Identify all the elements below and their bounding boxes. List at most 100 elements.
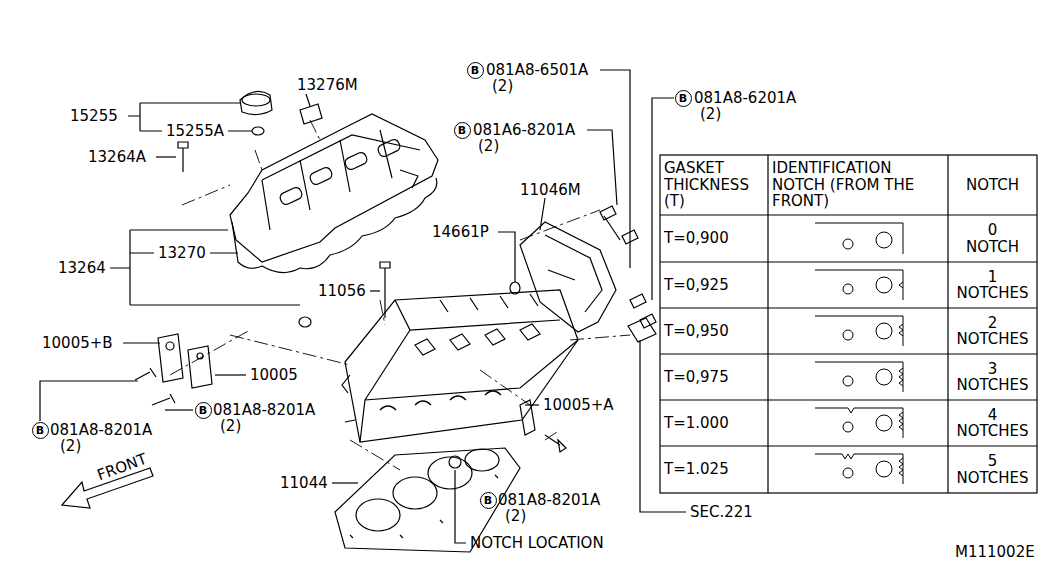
drawing-stroke: [876, 277, 892, 293]
callout-number: 11044: [280, 475, 328, 492]
callout-number: 081A8-8201A: [50, 422, 152, 439]
drawing-stroke: [510, 282, 520, 294]
drawing-stroke: [449, 456, 461, 468]
drawing-stroke: [480, 370, 530, 405]
table-cell: IDENTIFICATION NOTCH (FROM THE FRONT): [768, 155, 948, 215]
rocker-cover-gasket: [232, 178, 437, 327]
part-label: 11044: [280, 475, 328, 492]
drawing-stroke: [135, 368, 156, 380]
callout-number: 15255A: [166, 123, 224, 140]
drawing-stroke: [815, 408, 903, 438]
table-cell: 5 NOTCHES: [948, 446, 1037, 493]
drawing-stroke: [843, 284, 853, 294]
drawing-stroke: [843, 330, 853, 340]
table-text: T=0,950: [664, 323, 729, 340]
drawing-stroke: [520, 222, 616, 332]
part-label: 11046M: [520, 182, 581, 199]
drawing-stroke: [156, 156, 176, 157]
drawing-stroke: [310, 120, 320, 140]
drawing-stroke: [498, 232, 515, 282]
drawing-stroke: [520, 210, 600, 240]
drawing-stroke: [152, 394, 175, 405]
part-label: 10005+A: [543, 397, 614, 414]
bolt-symbol: B: [467, 62, 484, 79]
drawing-stroke: [815, 270, 903, 300]
callout-number: (2): [505, 508, 526, 525]
callout-number: 081A6-8201A: [473, 122, 575, 139]
drawing-stroke: [370, 290, 380, 291]
drawing-stroke: [628, 318, 656, 342]
callout-number: SEC.221: [690, 504, 753, 521]
callout-number: 081A8-6501A: [486, 62, 588, 79]
rear-housing: [510, 222, 656, 342]
drawing-stroke: [165, 409, 193, 410]
drawing-stroke: [545, 430, 560, 440]
table-cell: 4 NOTCHES: [948, 400, 1037, 446]
table-text: 4 NOTCHES: [956, 407, 1028, 440]
table-text: NOTCH: [966, 177, 1019, 194]
part-label: 081A8-6201A: [694, 90, 796, 107]
part-label: (2): [478, 138, 499, 155]
part-label: 13276M: [297, 77, 358, 94]
table-text: T=0,925: [664, 277, 729, 294]
drawing-stroke: [166, 342, 174, 350]
drawing-stroke: [455, 470, 466, 543]
part-label: (2): [492, 78, 513, 95]
drawing-stroke: [356, 499, 400, 531]
leader-lines: [40, 70, 686, 543]
drawing-stroke: [545, 435, 566, 452]
callout-number: (2): [492, 78, 513, 95]
part-label: 15255A: [166, 123, 224, 140]
drawing-stroke: [230, 335, 350, 365]
table-text: GASKET THICKNESS (T): [664, 160, 749, 210]
drawing-stroke: [876, 369, 892, 385]
bolt-symbol: B: [32, 422, 49, 439]
drawing-stroke: [380, 262, 390, 318]
drawing-stroke: [242, 94, 270, 106]
brackets: [158, 334, 535, 435]
drawing-stroke: [182, 185, 230, 205]
symbol-letter: B: [679, 93, 687, 104]
part-label: 11056: [318, 283, 366, 300]
drawing-stroke: [393, 477, 437, 509]
callout-number: 081A8-8201A: [498, 492, 600, 509]
part-label: 081A8-8201A: [498, 492, 600, 509]
drawing-stroke: [815, 362, 903, 392]
part-label: 10005+B: [42, 335, 113, 352]
table-cell: NOTCH: [948, 155, 1037, 215]
callout-number: NOTCH LOCATION: [470, 535, 604, 552]
drawing-stroke: [232, 178, 437, 273]
symbol-letter: B: [199, 405, 207, 416]
table-text: T=1.025: [664, 461, 729, 478]
drawing-stroke: [278, 186, 303, 206]
table-text: T=1.000: [664, 415, 729, 432]
drawing-stroke: [252, 127, 264, 135]
table-cell: T=1.025: [660, 446, 768, 493]
drawing-stroke: [843, 376, 853, 386]
symbol-letter: B: [484, 495, 492, 506]
drawing-stroke: [178, 142, 188, 172]
drawing-stroke: [40, 381, 138, 421]
drawing-stroke: [630, 294, 646, 308]
notch-symbols: [815, 223, 903, 484]
drawing-stroke: [300, 104, 322, 124]
drawing-stroke: [376, 138, 401, 158]
callout-number: 11046M: [520, 182, 581, 199]
symbol-letter: B: [471, 65, 479, 76]
drawing-stroke: [876, 461, 892, 477]
drawing-stroke: [843, 239, 853, 249]
table-text: 0 NOTCH: [966, 222, 1019, 255]
part-label: (2): [505, 508, 526, 525]
callout-number: 11056: [318, 283, 366, 300]
table-cell: T=0,975: [660, 354, 768, 400]
drawing-stroke: [876, 415, 892, 431]
drawing-stroke: [660, 155, 1037, 493]
drawing-stroke: [520, 400, 535, 435]
part-label: 081A8-6501A: [486, 62, 588, 79]
drawing-stroke: [622, 230, 638, 244]
drawing-stroke: [343, 151, 368, 171]
part-label: (2): [700, 106, 721, 123]
callout-number: 081A8-6201A: [694, 90, 796, 107]
table-cell: T=0,950: [660, 308, 768, 354]
